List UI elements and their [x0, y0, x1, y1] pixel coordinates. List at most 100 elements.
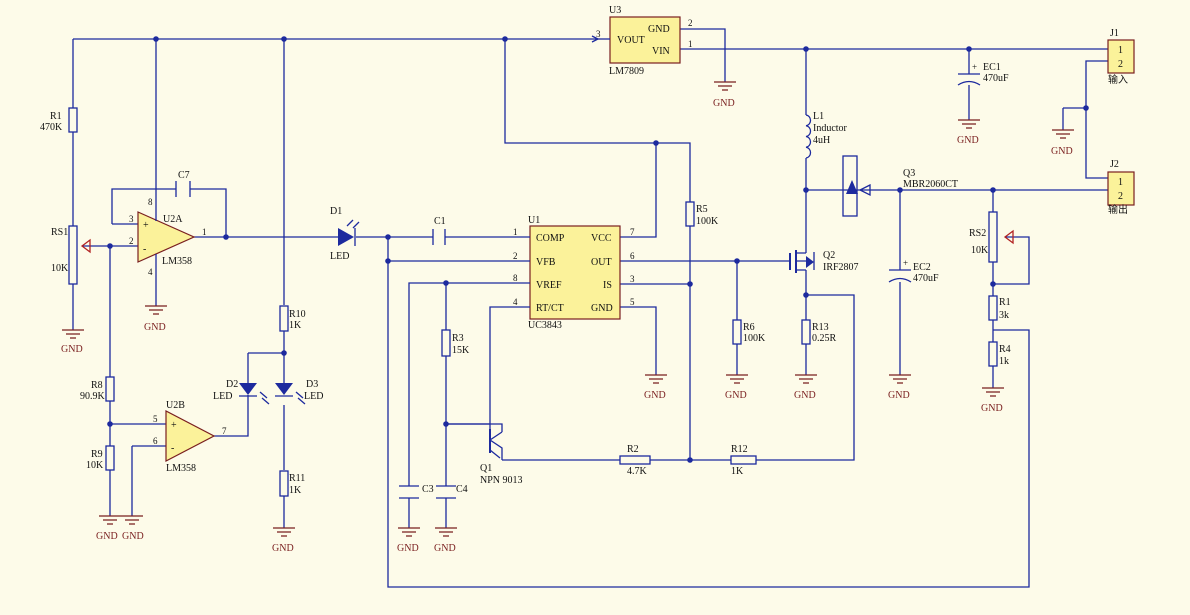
u2a-ref: U2A: [163, 214, 183, 225]
r12-ref: R12: [731, 444, 748, 455]
r6-value: 100K: [743, 333, 766, 344]
gnd-label: GND: [713, 98, 735, 109]
u1-n4: 4: [513, 297, 518, 307]
c7-ref: C7: [178, 170, 190, 181]
r4-ref: R4: [999, 344, 1011, 355]
q3-ref: Q3: [903, 168, 915, 179]
r5-ref: R5: [696, 204, 708, 215]
u1-part: UC3843: [528, 320, 562, 331]
u2b-ref: U2B: [166, 400, 185, 411]
d3-value: LED: [304, 391, 323, 402]
u1-pin-comp: COMP: [536, 233, 565, 244]
connectors: 1 2 J1 输入 1 2 J2 输出: [1107, 28, 1135, 216]
r11-value: 1K: [289, 485, 302, 496]
u2b-opamp: + - U2B LM358 5 6 7: [153, 400, 227, 474]
gnd-label: GND: [272, 543, 294, 554]
d3-ref: D3: [306, 379, 318, 390]
j1-label: 输入: [1108, 73, 1128, 86]
gnd-label: GND: [644, 390, 666, 401]
u1-pin-vcc: VCC: [591, 233, 612, 244]
gnd-label: GND: [794, 390, 816, 401]
rs1-ref: RS1: [51, 227, 68, 238]
u1-ref: U1: [528, 215, 540, 226]
u1-pin-gnd: GND: [591, 303, 613, 314]
u3-pin-vout: VOUT: [617, 35, 645, 46]
j2-ref: J2: [1110, 159, 1119, 170]
r5-value: 100K: [696, 216, 719, 227]
j2-label: 输出: [1108, 203, 1128, 216]
r4-value: 1k: [999, 356, 1009, 367]
gnd-label: GND: [144, 322, 166, 333]
grounds: GND GND GND GND GND GND GND GND GND GND …: [61, 81, 1074, 554]
gnd-label: GND: [397, 543, 419, 554]
r1-value: 470K: [40, 122, 63, 133]
rs1-value: 10K: [51, 263, 69, 274]
u2a-n1: 1: [202, 227, 207, 237]
q2-value: IRF2807: [823, 262, 859, 273]
gnd-label: GND: [1051, 146, 1073, 157]
u2a-opamp: + - U2A LM358 3 2 1 8 4: [129, 197, 207, 277]
transistors: Q1 NPN 9013 Q2 IRF2807 Q3 MBR2060CT: [446, 155, 958, 486]
u1-n3: 3: [630, 274, 635, 284]
gnd-label: GND: [434, 543, 456, 554]
u1-n1: 1: [513, 227, 518, 237]
ec2-plus: +: [903, 258, 908, 268]
u3-ref: U3: [609, 5, 621, 16]
gnd-label: GND: [981, 403, 1003, 414]
l1-ref: L1: [813, 111, 824, 122]
r8-ref: R8: [91, 380, 103, 391]
u2b-n5: 5: [153, 414, 158, 424]
capacitors: C7 C1 C3 C4 + EC1 470uF + EC2 470uF: [175, 62, 1009, 499]
d1-value: LED: [330, 251, 349, 262]
r1-ref: R1: [50, 111, 62, 122]
ec2-ref: EC2: [913, 262, 931, 273]
rs2-ref: RS2: [969, 228, 986, 239]
c4-ref: C4: [456, 484, 468, 495]
j1-ref: J1: [1110, 28, 1119, 39]
u3-pin-gnd: GND: [648, 24, 670, 35]
r3-ref: R3: [452, 333, 464, 344]
l1-value2: 4uH: [813, 135, 830, 146]
u3-part: LM7809: [609, 66, 644, 77]
u2b-plus: +: [171, 420, 177, 431]
r3-value: 15K: [452, 345, 470, 356]
u1-n2: 2: [513, 251, 518, 261]
u3-pin3-num: 3: [596, 29, 601, 39]
rs2-value: 10K: [971, 245, 989, 256]
j1-p2: 2: [1118, 59, 1123, 70]
d1-ref: D1: [330, 206, 342, 217]
u2b-part: LM358: [166, 463, 196, 474]
u1-pin-vref: VREF: [536, 280, 562, 291]
d2-ref: D2: [226, 379, 238, 390]
u2a-n8: 8: [148, 197, 153, 207]
q2-ref: Q2: [823, 250, 835, 261]
j1-p1: 1: [1118, 45, 1123, 56]
ec2-value: 470uF: [913, 273, 939, 284]
r8-value: 90.9K: [80, 391, 106, 402]
u3-pin1-num: 1: [688, 39, 693, 49]
u2a-minus: -: [143, 244, 146, 255]
d2-value: LED: [213, 391, 232, 402]
l1-value: Inductor: [813, 123, 848, 134]
u2b-n6: 6: [153, 436, 158, 446]
r1b-value: 3k: [999, 310, 1009, 321]
c3-ref: C3: [422, 484, 434, 495]
u1-pin-out: OUT: [591, 257, 612, 268]
j2-p1: 1: [1118, 177, 1123, 188]
u1-pin-rtct: RT/CT: [536, 303, 564, 314]
gnd-label: GND: [122, 531, 144, 542]
u2a-n4: 4: [148, 267, 153, 277]
r10-ref: R10: [289, 309, 306, 320]
r2-ref: R2: [627, 444, 639, 455]
r13-ref: R13: [812, 322, 829, 333]
u1-n6: 6: [630, 251, 635, 261]
j2-p2: 2: [1118, 191, 1123, 202]
u2b-minus: -: [171, 443, 174, 454]
u1-pin-vfb: VFB: [536, 257, 556, 268]
u1-pin-is: IS: [603, 280, 612, 291]
q1-ref: Q1: [480, 463, 492, 474]
u2a-n3: 3: [129, 214, 134, 224]
r9-ref: R9: [91, 449, 103, 460]
junctions: [107, 36, 1089, 463]
